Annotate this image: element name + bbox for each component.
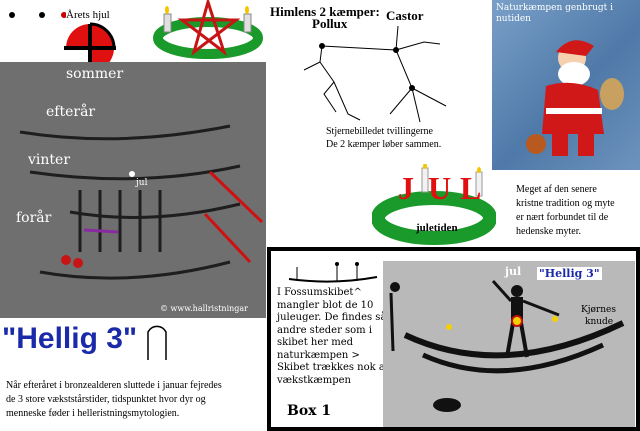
box1-kjoernes-line1: Kjørnes <box>581 305 616 315</box>
box1-text-line: andre steder som i <box>277 324 373 336</box>
naturkaempen-caption-line2: nutiden <box>496 14 531 24</box>
castor-label: Castor <box>386 8 424 23</box>
santa-photo: Naturkæmpen genbrugt i nutiden <box>492 0 640 170</box>
nordic-line2: kristne tradition og myte <box>516 198 615 209</box>
label-foraar: forår <box>16 210 52 226</box>
box1-text-line: mangler blot de 10 <box>277 299 374 311</box>
box1-frame: I Fossumskibet^ mangler blot de 10 juleu… <box>267 247 640 431</box>
himlen-title: Himlens 2 kæmper: <box>270 4 380 19</box>
jul-letter-l: L <box>460 170 482 206</box>
label-vinter: vinter <box>28 152 71 168</box>
label-efteraar: efterår <box>46 104 96 120</box>
jul-letter-j: J <box>398 170 414 206</box>
box1-text-line: naturkæmpen > <box>277 349 360 361</box>
bottom-text-line1: Når efteråret i bronzealderen sluttede i… <box>6 380 222 391</box>
juletiden-label: juletiden <box>416 222 458 234</box>
hellig3-arc-icon <box>146 318 168 362</box>
candle-wreath-icon <box>372 164 496 245</box>
box1-text-line: Skibet trækkes nok af <box>277 362 389 373</box>
box1-text-line: vækstkæmpen <box>277 374 351 386</box>
box1-text-line: I Fossumskibet^ <box>277 287 362 298</box>
stjernebilledet-line2: De 2 kæmper løber sammen. <box>326 139 442 150</box>
jul-letter-u: U <box>428 170 452 206</box>
petroglyph-panel: sommer efterår vinter forår jul © www.ha… <box>0 62 266 318</box>
box1-kjoernes-line2: knude <box>585 317 614 327</box>
hellig3-title: "Hellig 3" <box>2 322 138 355</box>
ship-carvings-icon <box>19 124 264 280</box>
gemini-constellation-icon <box>300 22 470 126</box>
jul-wreath: J U L juletiden <box>372 164 496 246</box>
dots-icon <box>9 12 67 18</box>
box1-text: I Fossumskibet^ mangler blot de 10 juleu… <box>277 287 389 387</box>
box1-text-line: juleuger. De findes så <box>277 312 387 323</box>
decor-dots <box>6 8 67 18</box>
naturkaempen-caption-line1: Naturkæmpen genbrugt i <box>496 3 614 13</box>
label-jul: jul <box>136 178 148 188</box>
box1-label: Box 1 <box>287 403 332 419</box>
label-sommer: sommer <box>66 66 124 82</box>
nordic-line4: hedenske myter. <box>516 226 581 237</box>
bottom-text-line3: menneske føder i helleristningsmytologie… <box>6 408 180 419</box>
wheel-of-year-icon <box>60 20 122 72</box>
santa-figure-icon <box>526 40 624 156</box>
fossum-ship-icon <box>288 262 378 283</box>
box1-hellig3-label: "Hellig 3" <box>537 267 602 280</box>
box1-petroglyph-photo: jul "Hellig 3" Kjørnes knude <box>383 261 635 427</box>
aarets-hjul-label: Årets hjul <box>66 9 110 21</box>
photo-credit: © www.hallristningar <box>160 304 248 313</box>
box1-jul-label: jul <box>505 265 522 278</box>
nordic-line1: Meget af den senere <box>516 184 597 195</box>
pollux-label: Pollux <box>312 16 348 31</box>
bottom-text-line2: de 3 store vækststårstider, tidspunktet … <box>6 394 206 405</box>
nordic-line3: er nært forbundet til de <box>516 212 609 223</box>
stjernebilledet-line1: Stjernebilledet tvillingerne <box>326 126 433 137</box>
ship-with-figure-icon <box>389 279 625 412</box>
wreath-pentagram-icon <box>152 0 264 62</box>
box1-text-line: skibet her med <box>277 337 354 348</box>
